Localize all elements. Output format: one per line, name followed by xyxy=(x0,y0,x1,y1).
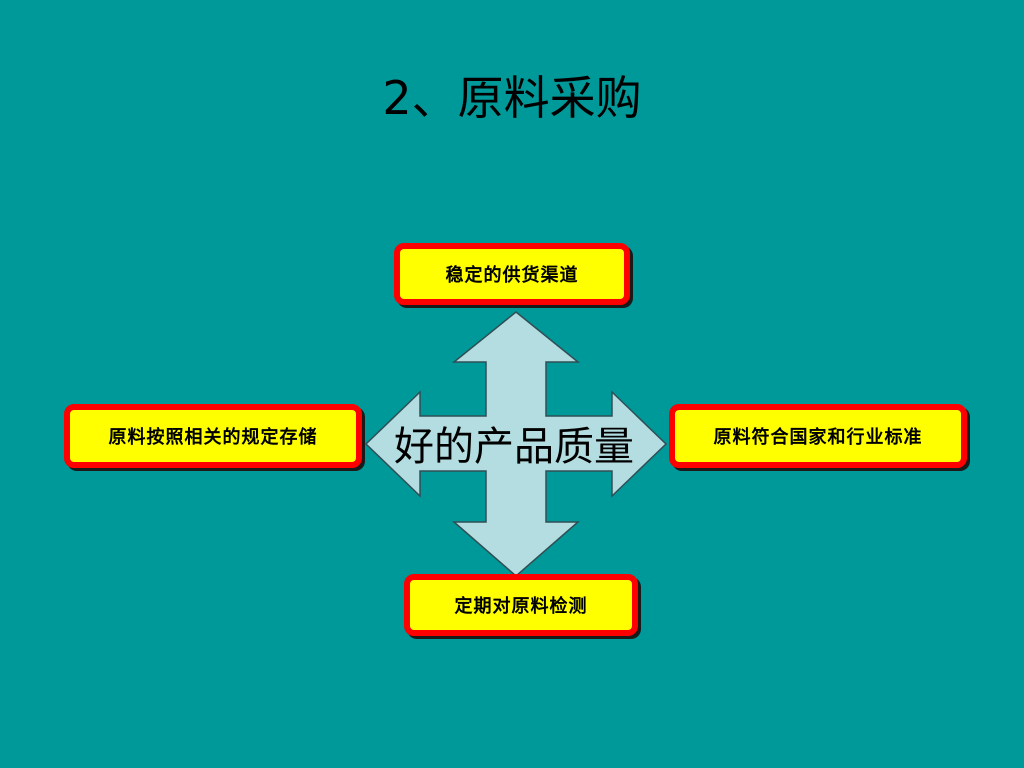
top-box: 稳定的供货渠道 xyxy=(394,243,630,305)
center-label: 好的产品质量 xyxy=(394,424,634,470)
left-box: 原料按照相关的规定存储 xyxy=(64,404,362,468)
right-box: 原料符合国家和行业标准 xyxy=(669,404,967,468)
bottom-box: 定期对原料检测 xyxy=(404,574,638,636)
slide-title: 2、原料采购 xyxy=(382,71,642,125)
